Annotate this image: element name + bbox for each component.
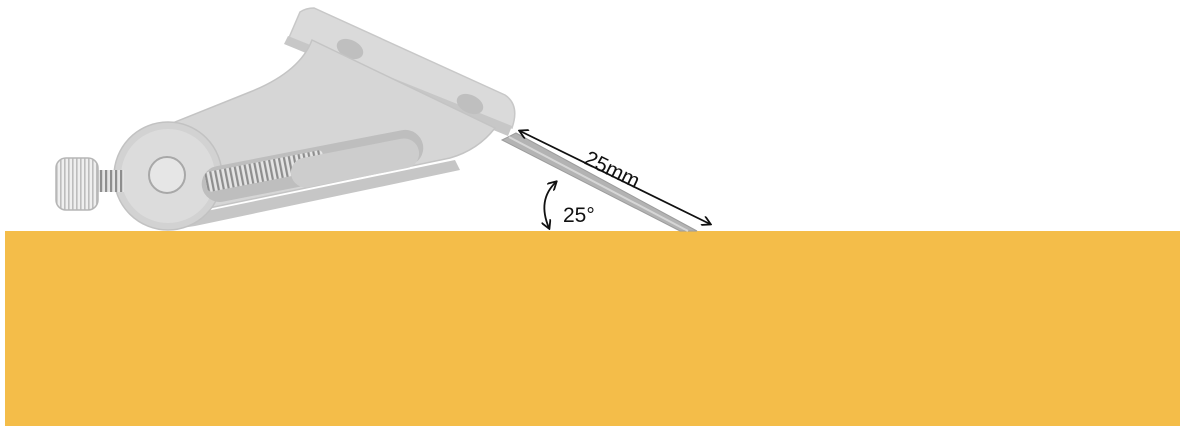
length-dimension-arrow (520, 131, 710, 224)
angle-dimension-arc (544, 182, 556, 228)
sharpening-stone (5, 231, 1180, 426)
honing-guide (55, 7, 516, 231)
threaded-rod (204, 150, 326, 192)
angle-label: 25° (563, 204, 595, 227)
screw-shaft (96, 170, 124, 192)
plate-screw-hole (336, 38, 364, 60)
plate-screw-hole (456, 93, 484, 115)
knurled-knob (55, 157, 99, 211)
slider-block (290, 138, 420, 188)
axle-cap (148, 156, 186, 194)
